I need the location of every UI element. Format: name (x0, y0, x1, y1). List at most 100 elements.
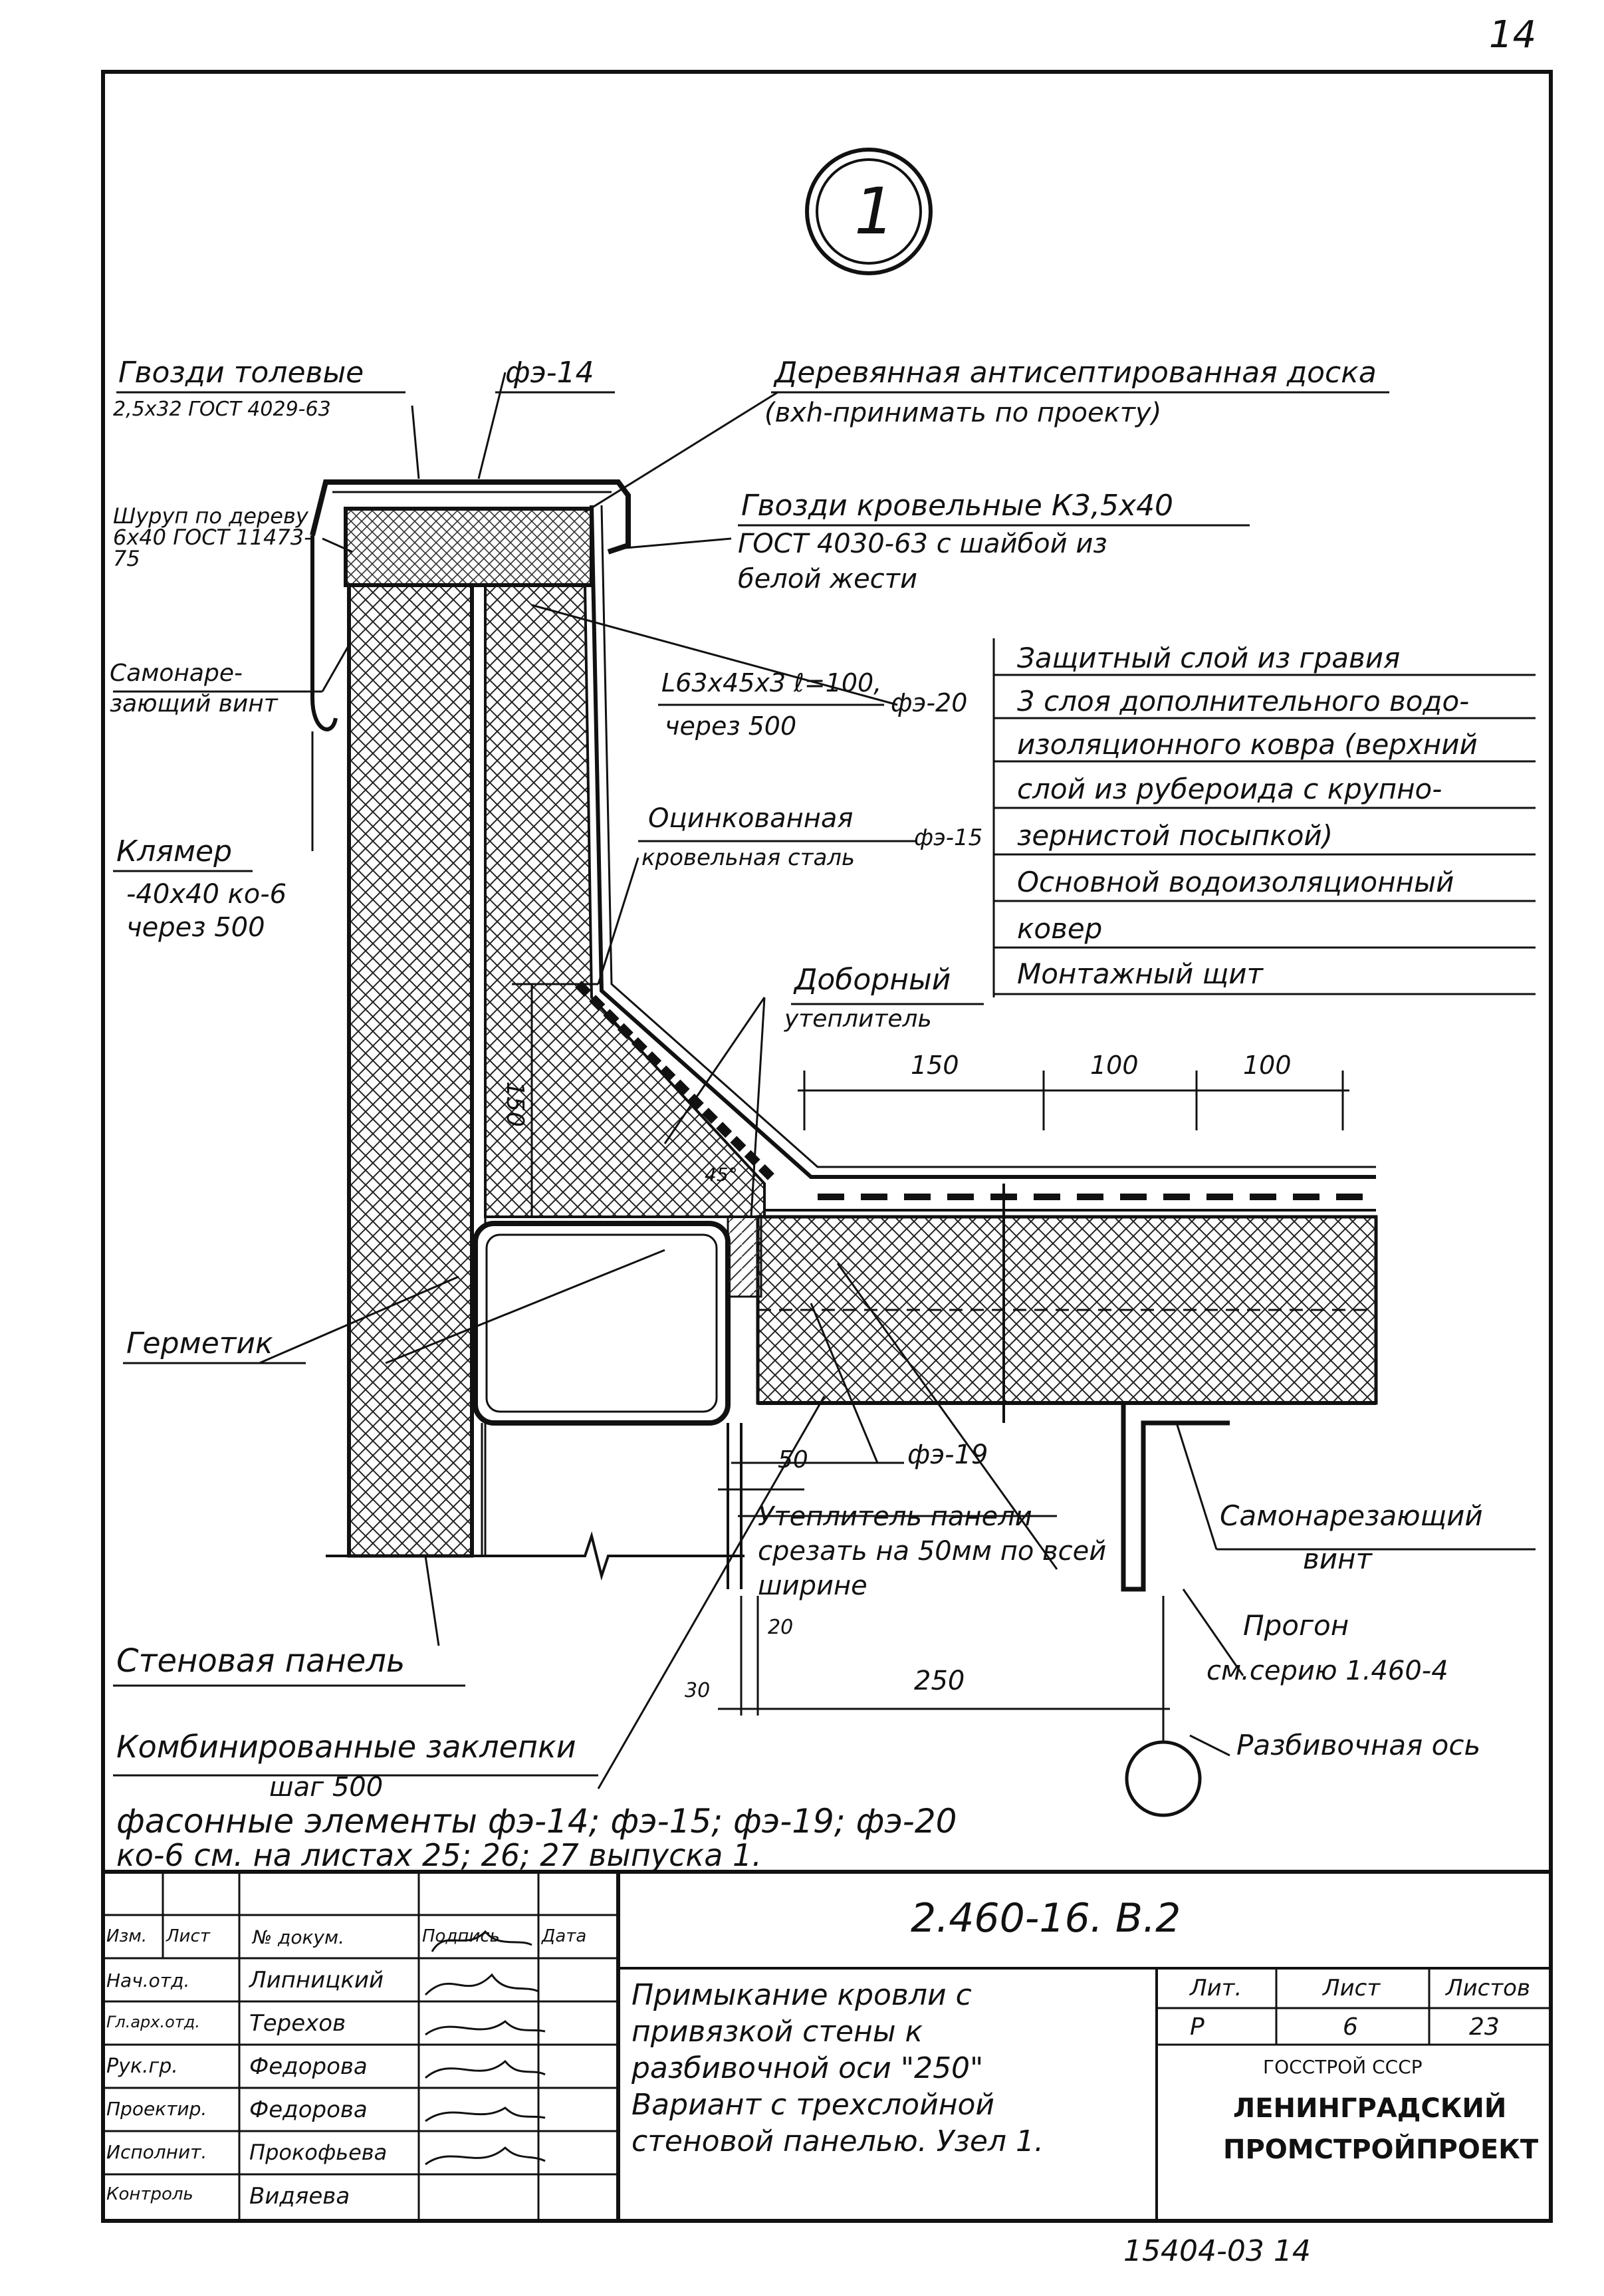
tb-listov-label: Листов (1446, 1975, 1531, 2001)
label-klyamer: Клямер (116, 834, 233, 868)
label-stenovaya-panel: Стеновая панель (116, 1642, 405, 1680)
tb-org-2: ЛЕНИНГРАДСКИЙ (1233, 2093, 1507, 2124)
label-fe14: фэ-14 (505, 356, 594, 390)
tb-role-6: Контроль (106, 2184, 193, 2204)
tb-desc-1: Примыкание кровли с (631, 1978, 972, 2012)
tb-name-6: Видяева (249, 2183, 350, 2210)
label-underlines (113, 391, 1536, 1777)
steel-beam (473, 1215, 762, 1426)
tb-org-3: ПРОМСТРОЙПРОЕКТ (1223, 2134, 1539, 2165)
tb-header-data: Дата (542, 1926, 587, 1946)
label-shag-500: шаг 500 (269, 1772, 384, 1803)
tb-role-4: Проектир. (106, 2098, 207, 2120)
tb-desc-2: привязкой стены к (631, 2015, 923, 2049)
label-dobornyi: Доборный (794, 963, 951, 997)
clamp-hook (310, 535, 338, 731)
tb-listov-value: 23 (1469, 2013, 1500, 2041)
dim-50: 50 (778, 1446, 808, 1473)
wall-panel (347, 583, 487, 1558)
tb-desc-5: стеновой панелью. Узел 1. (631, 2124, 1044, 2158)
roof-panel (756, 1215, 1378, 1405)
label-ugolok-2: через 500 (665, 711, 797, 741)
tb-name-2: Терехов (249, 2010, 346, 2037)
tb-header-list: Лист (166, 1926, 210, 1946)
label-fe20: фэ-20 (891, 688, 968, 717)
label-doska: Деревянная антисептированная доска (774, 356, 1377, 390)
label-doska-note: (вхh-принимать по проекту) (764, 398, 1162, 428)
tb-role-5: Исполнит. (106, 2141, 207, 2163)
dim-250: 250 (914, 1666, 965, 1696)
label-dobornyi-2: утеплитель (784, 1005, 932, 1033)
label-samonarez-left: Самонаре-зающий винт (110, 660, 278, 717)
layer-4: слой из рубероида с крупно- (1017, 773, 1442, 805)
dim-100-b: 100 (1243, 1051, 1292, 1080)
layer-1: Защитный слой из гравия (1017, 642, 1401, 674)
dim-150-top: 150 (911, 1051, 959, 1080)
dim-angle-45: 45° (705, 1164, 738, 1186)
sheet-frame (101, 70, 1553, 2223)
tb-header-podpis: Подпись (422, 1926, 500, 1946)
label-progon-ref: см.серию 1.460-4 (1206, 1656, 1448, 1686)
layers-table-rules (992, 638, 1536, 997)
layer-5: зернистой посыпкой) (1017, 819, 1333, 852)
additional-insulation (484, 584, 766, 1218)
signatures (424, 1930, 546, 2166)
axis-marker (1125, 1740, 1202, 1817)
label-progon: Прогон (1243, 1609, 1349, 1642)
tb-role-1: Нач.отд. (106, 1970, 190, 1991)
tb-lit-value: Р (1190, 2013, 1204, 2041)
purlin (1002, 1184, 1230, 1592)
label-kombinir-zaklepki: Комбинированные заклепки (116, 1729, 576, 1765)
dimension-lines (512, 983, 1349, 1742)
title-block-grid (103, 1870, 1551, 2221)
label-fe19: фэ-19 (907, 1440, 988, 1470)
label-germetik: Герметик (126, 1327, 273, 1360)
tb-desc-4: Вариант с трехслойной (631, 2088, 994, 2122)
tb-header-dokum: № докум. (253, 1926, 345, 1948)
page-number-top: 14 (1489, 13, 1537, 57)
label-ugolok: L63х45х3 ℓ=100, (661, 668, 882, 698)
dim-20: 20 (768, 1616, 794, 1639)
tb-list-label: Лист (1323, 1975, 1381, 2001)
label-utepl-paneli: Утеплитель панели срезать на 50мм по все… (758, 1501, 1107, 1601)
tb-name-5: Прокофьева (249, 2140, 388, 2165)
layer-2: 3 слоя дополнительного водо- (1017, 685, 1470, 717)
label-fe15: фэ-15 (914, 825, 983, 851)
label-ocink-stal: Оцинкованная (648, 803, 854, 834)
tb-desc-3: разбивочной оси "250" (631, 2051, 984, 2085)
facade-note-2: ко-6 см. на листах 25; 26; 27 выпуска 1. (116, 1837, 762, 1873)
tb-role-2: Гл.арх.отд. (106, 2013, 200, 2031)
column (481, 1423, 743, 1589)
layer-3: изоляционного ковра (верхний (1017, 728, 1478, 761)
label-gvozdi-tolevye-spec: 2,5х32 ГОСТ 4029-63 (113, 398, 331, 421)
label-shurup: Шуруп по дереву 6х40 ГОСТ 11473-75 (113, 503, 312, 571)
node-marker-number: 1 (854, 174, 895, 249)
tb-name-1: Липницкий (249, 1967, 384, 1993)
tb-name-4: Федорова (249, 2097, 368, 2123)
label-gvozdi-krovelnye: Гвозди кровельные К3,5х40 (741, 489, 1174, 523)
label-samonarez-right: Самонарезающий (1220, 1499, 1483, 1532)
node-marker-circle (805, 148, 933, 275)
label-klyamer-spec: -40х40 ко-6 через 500 (126, 879, 287, 943)
layer-7: ковер (1017, 912, 1103, 945)
facade-note-1: фасонные элементы фэ-14; фэ-15; фэ-19; ф… (116, 1802, 957, 1841)
page-number-bottom: 15404-03 14 (1123, 2234, 1311, 2268)
dim-30: 30 (685, 1679, 711, 1702)
label-ocink-stal-2: кровельная сталь (641, 844, 856, 871)
dim-150-vert: 150 (501, 1081, 528, 1127)
leader-lines (259, 372, 1244, 1789)
layer-8: Монтажный щит (1017, 957, 1264, 990)
wooden-board (344, 507, 594, 587)
tb-role-3: Рук.гр. (106, 2055, 178, 2078)
break-line (326, 1531, 745, 1581)
label-gvozdi-krovelnye-3: белой жести (738, 564, 917, 594)
tb-org-1: ГОССТРОЙ СССР (1263, 2056, 1423, 2078)
tb-header-izm: Изм. (106, 1926, 148, 1946)
label-gvozdi-tolevye: Гвозди толевые (118, 356, 364, 390)
tb-name-3: Федорова (249, 2053, 368, 2080)
label-razbiv-os: Разбивочная ось (1236, 1729, 1481, 1761)
label-gvozdi-krovelnye-2: ГОСТ 4030-63 с шайбой из (738, 529, 1107, 559)
tb-lit-label: Лит. (1190, 1975, 1242, 2001)
label-samonarez-right-2: винт (1303, 1543, 1372, 1575)
